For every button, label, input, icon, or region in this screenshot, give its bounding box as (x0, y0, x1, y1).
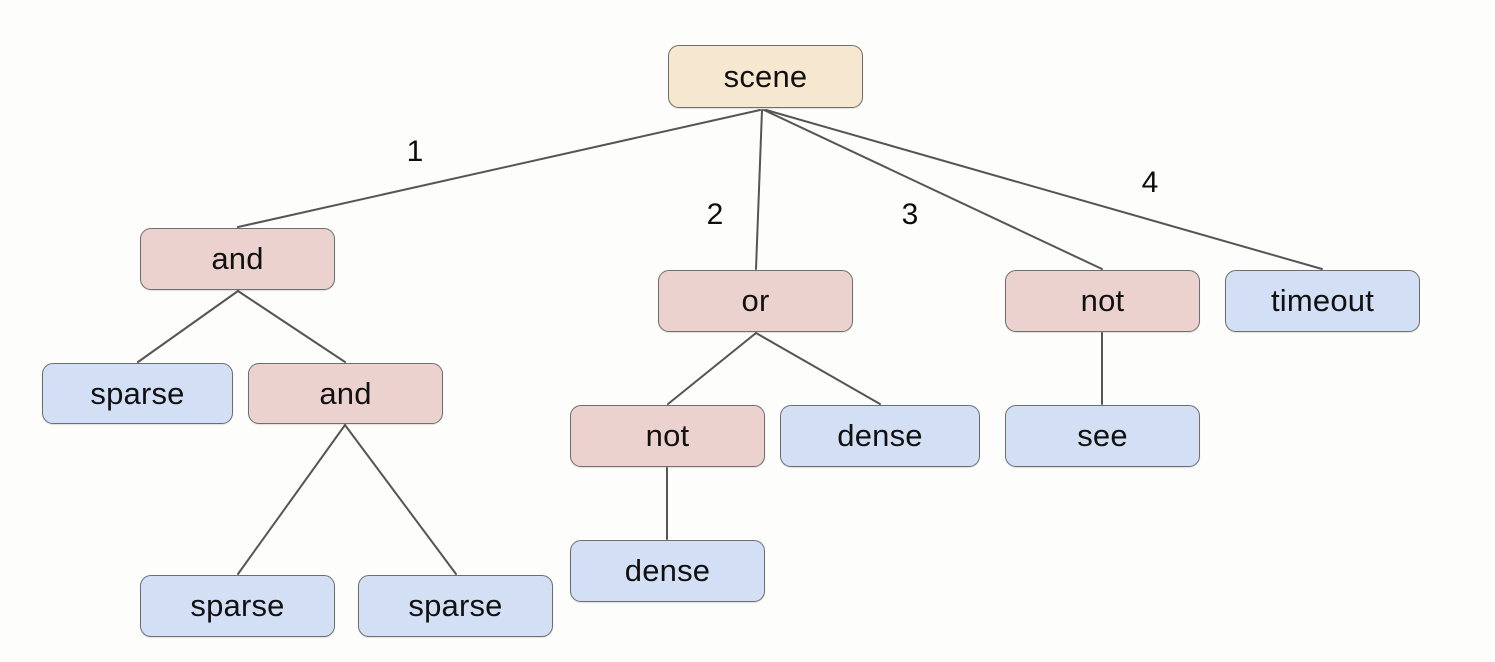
edge-label-4: 4 (1141, 166, 1159, 199)
tree-node-label: and (319, 375, 372, 411)
tree-node-not2[interactable]: not (1005, 270, 1200, 332)
edge-label-3: 3 (901, 198, 919, 231)
tree-edge-scene-to-or1 (755, 109, 763, 270)
edge-label-1: 1 (406, 135, 424, 168)
tree-node-label: timeout (1270, 283, 1375, 318)
tree-node-scene[interactable]: scene (668, 45, 863, 108)
tree-node-sparse1[interactable]: sparse (42, 363, 233, 424)
tree-node-sparse3[interactable]: sparse (358, 575, 553, 637)
tree-edge-and1-to-and2 (237, 290, 346, 363)
tree-node-label: sparse (90, 375, 185, 411)
tree-edge-scene-to-not2 (763, 109, 1103, 270)
tree-node-label: not (645, 418, 690, 453)
tree-node-label: scene (723, 58, 808, 94)
tree-node-label: dense (624, 553, 711, 588)
tree-edge-and2-to-sparse2 (237, 424, 346, 575)
tree-edge-scene-to-and1 (237, 109, 761, 228)
tree-node-label: not (1080, 283, 1125, 318)
tree-edge-and2-to-sparse3 (344, 424, 457, 575)
tree-edge-or1-to-dense1 (755, 332, 881, 405)
tree-node-or1[interactable]: or (658, 270, 853, 332)
tree-node-see[interactable]: see (1005, 405, 1200, 467)
tree-node-sparse2[interactable]: sparse (140, 575, 335, 637)
tree-edge-or1-to-not1 (667, 332, 757, 405)
tree-node-label: or (741, 283, 770, 318)
tree-node-label: dense (837, 418, 923, 453)
tree-node-not1[interactable]: not (570, 405, 765, 467)
edge-label-2: 2 (706, 198, 724, 231)
tree-node-dense1[interactable]: dense (780, 405, 980, 467)
tree-edge-scene-to-timeout (765, 109, 1323, 270)
tree-node-timeout[interactable]: timeout (1225, 270, 1420, 332)
tree-node-label: sparse (408, 588, 503, 623)
tree-edge-and1-to-sparse1 (137, 290, 239, 363)
tree-node-dense2[interactable]: dense (570, 540, 765, 602)
tree-node-label: and (211, 241, 264, 276)
tree-node-and2[interactable]: and (248, 363, 443, 424)
tree-node-label: sparse (190, 588, 285, 623)
tree-node-and1[interactable]: and (140, 228, 335, 290)
tree-node-label: see (1077, 418, 1128, 453)
